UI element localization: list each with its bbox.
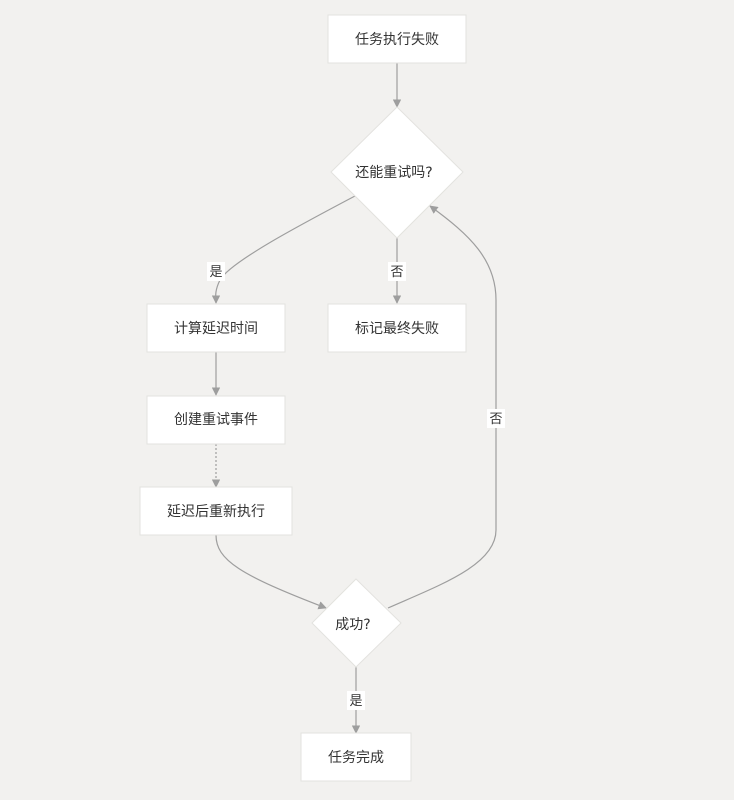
svg-text:是: 是 [209, 265, 222, 280]
edge-label-retry-no: 否 [388, 262, 406, 281]
node-calc-delay: 计算延迟时间 [146, 303, 286, 353]
svg-text:延迟后重新执行: 延迟后重新执行 [167, 504, 265, 520]
svg-text:成功?: 成功? [335, 617, 370, 633]
edge-retry-yes-to-calc [211, 195, 356, 304]
node-mark-final-failure: 标记最终失败 [327, 303, 467, 353]
svg-text:任务执行失败: 任务执行失败 [355, 32, 439, 48]
decision-success: 成功? [311, 578, 402, 668]
svg-text:还能重试吗?: 还能重试吗? [355, 165, 432, 181]
svg-text:任务完成: 任务完成 [328, 750, 384, 766]
edge-label-retry-yes: 是 [207, 262, 225, 281]
node-delay-reexecute: 延迟后重新执行 [139, 486, 293, 536]
decision-can-retry: 还能重试吗? [330, 106, 464, 239]
node-create-retry-event: 创建重试事件 [146, 395, 286, 445]
svg-text:否: 否 [489, 412, 502, 427]
svg-text:创建重试事件: 创建重试事件 [174, 412, 258, 428]
edge-label-success-yes: 是 [347, 691, 365, 710]
node-task-failed: 任务执行失败 [327, 14, 467, 64]
edges [211, 63, 497, 734]
svg-text:否: 否 [390, 265, 403, 280]
node-task-complete: 任务完成 [300, 732, 412, 782]
edge-success-no-to-retry [387, 205, 497, 609]
svg-text:是: 是 [349, 694, 362, 709]
svg-text:标记最终失败: 标记最终失败 [355, 321, 439, 337]
svg-text:计算延迟时间: 计算延迟时间 [174, 321, 258, 337]
edge-delay-to-success [215, 534, 327, 610]
edge-label-success-no: 否 [487, 409, 505, 428]
